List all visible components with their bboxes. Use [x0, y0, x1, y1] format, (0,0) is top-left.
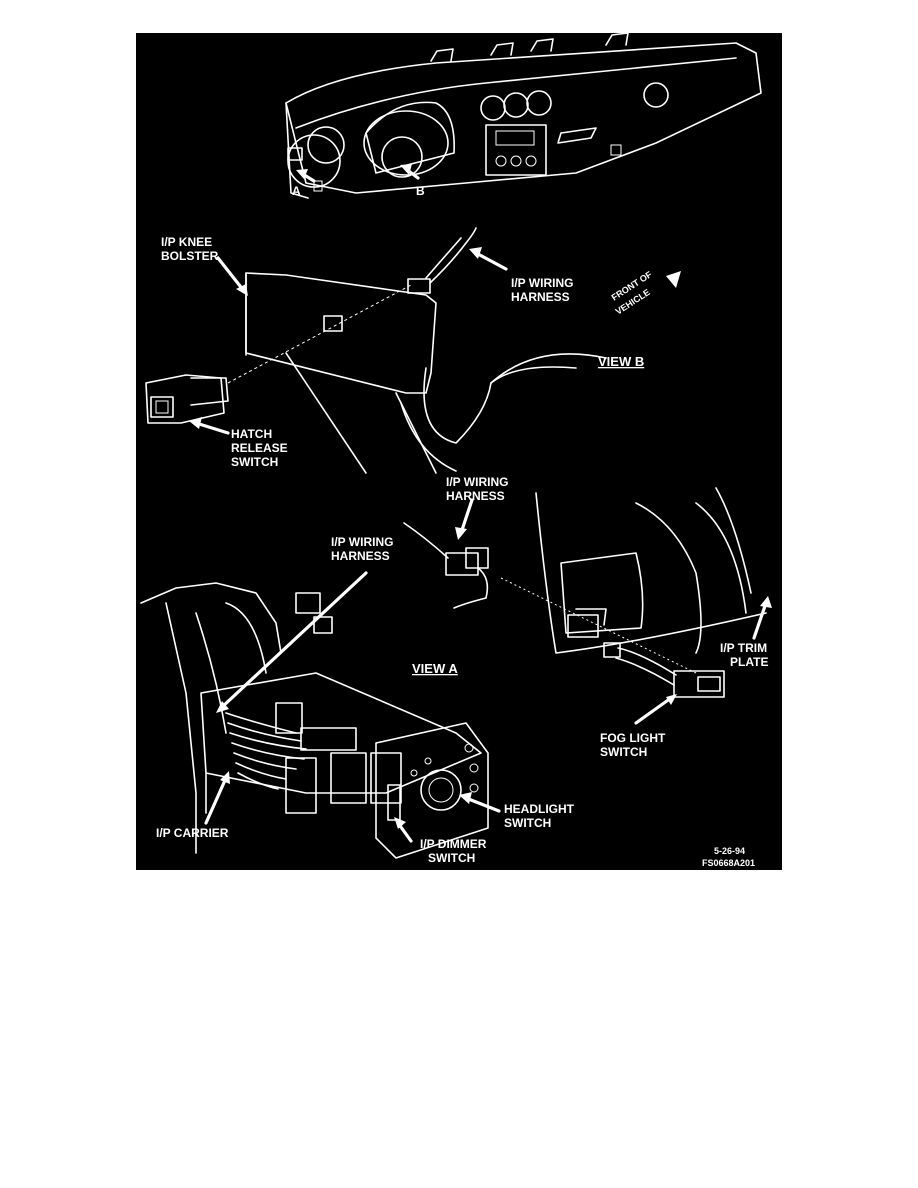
wiring-harness-mid-label-2: HARNESS	[446, 489, 505, 503]
ip-dimmer-switch-label-2: SWITCH	[428, 851, 475, 865]
wiring-diagram: A B I/P KNEE BOLSTER I/	[140, 33, 772, 868]
diagram-panel: A B I/P KNEE BOLSTER I/	[136, 33, 782, 870]
headlight-switch-label-2: SWITCH	[504, 816, 551, 830]
fog-light-switch-label: FOG LIGHT	[600, 731, 666, 745]
headlight-switch-label: HEADLIGHT	[504, 802, 575, 816]
figure-code: FS0668A201	[702, 858, 755, 868]
trim-plate-label: I/P TRIM	[720, 641, 767, 655]
callout-b: B	[416, 184, 425, 198]
trim-plate-label-2: PLATE	[730, 655, 768, 669]
wiring-harness-mid-label: I/P WIRING	[446, 475, 508, 489]
wiring-harness-top-label-2: HARNESS	[511, 290, 570, 304]
hatch-release-label: HATCH	[231, 427, 272, 441]
wiring-harness-top-label: I/P WIRING	[511, 276, 573, 290]
view-a: I/P WIRING HARNESS I/P WIRING HARNESS VI…	[140, 475, 772, 868]
hatch-release-label-2: RELEASE	[231, 441, 288, 455]
view-b-title: VIEW B	[598, 354, 644, 369]
callout-a: A	[292, 184, 301, 198]
view-a-title: VIEW A	[412, 661, 458, 676]
dashboard-overview: A B	[285, 33, 762, 199]
wiring-harness-left-label-2: HARNESS	[331, 549, 390, 563]
knee-bolster-label-2: BOLSTER	[161, 249, 219, 263]
fog-light-switch-label-2: SWITCH	[600, 745, 647, 759]
wiring-harness-left-label: I/P WIRING	[331, 535, 393, 549]
view-b: I/P KNEE BOLSTER I/P WIRING HARNESS FRON…	[145, 227, 681, 474]
date-code: 5-26-94	[714, 846, 745, 856]
knee-bolster-label: I/P KNEE	[161, 235, 212, 249]
ip-dimmer-switch-label: I/P DIMMER	[420, 837, 487, 851]
ip-carrier-label: I/P CARRIER	[156, 826, 229, 840]
hatch-release-label-3: SWITCH	[231, 455, 278, 469]
